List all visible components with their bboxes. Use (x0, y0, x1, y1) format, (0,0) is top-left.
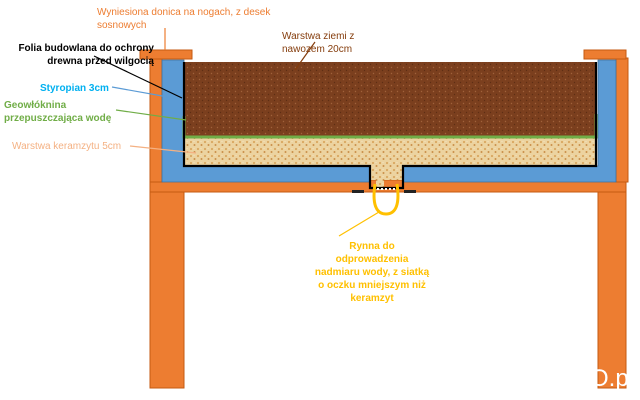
soil-label: Warstwa ziemi z nawozem 20cm (282, 31, 355, 55)
left-top-cap (139, 49, 193, 60)
right-wall-board (615, 57, 629, 183)
gutter-callout (338, 211, 380, 237)
soil-layer (184, 62, 596, 138)
styrofoam-label: Styropian 3cm (40, 83, 109, 94)
gutter-mount-left (352, 190, 364, 193)
right-leg (597, 191, 627, 389)
styrofoam-callout (111, 86, 169, 98)
gutter (372, 183, 400, 216)
gutter-label: Rynna do odprowadzenia nadmiaru wody, z … (314, 241, 430, 304)
left-leg (149, 191, 185, 389)
watermark: O.p (590, 365, 629, 392)
foil-callout (93, 55, 183, 99)
soil-callout (294, 41, 316, 71)
gutter-mount-right (404, 190, 416, 193)
foil-label: Folia budowlana do ochrony drewna przed … (18, 43, 154, 67)
geotextile-label: Geowłóknina przepuszczająca wodę (4, 100, 112, 124)
left-wall-board (149, 57, 163, 183)
clay-callout (129, 145, 197, 154)
clay-layer (184, 138, 596, 190)
clay-label: Warstwa keramzytu 5cm (12, 141, 122, 152)
right-top-cap (583, 49, 627, 60)
planter-label: Wyniesiona donica na nogach, z desek sos… (97, 7, 271, 31)
geotextile-callout (115, 109, 187, 121)
